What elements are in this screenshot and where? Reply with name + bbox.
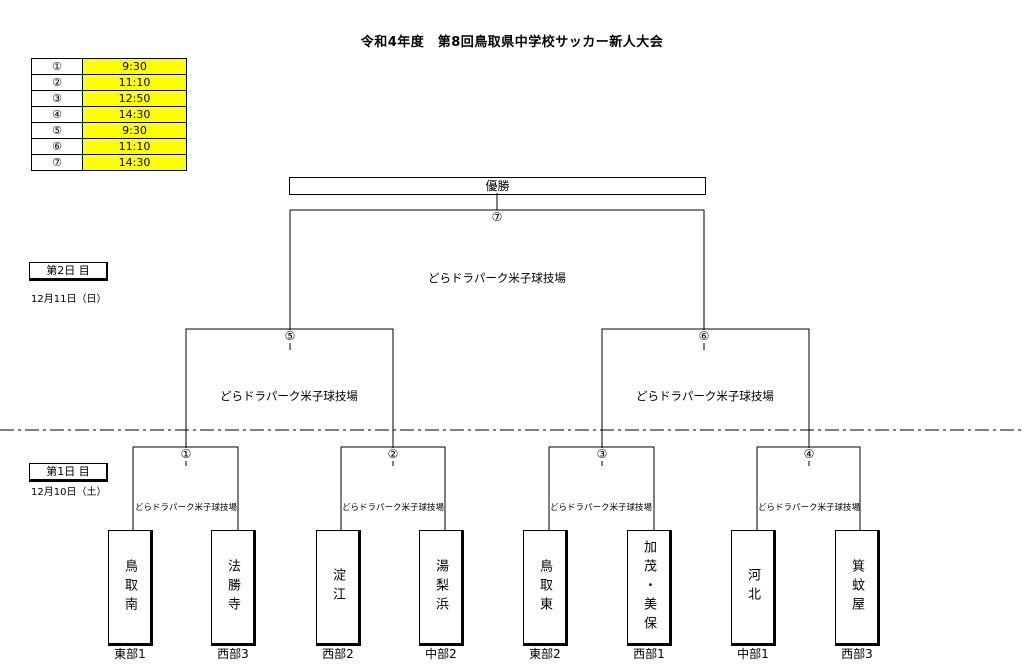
team-region: 西部3 bbox=[841, 647, 873, 661]
team-box: 箕蚊屋 bbox=[835, 530, 880, 646]
champion-box: 優勝 bbox=[289, 177, 706, 195]
schedule-match: ② bbox=[31, 74, 83, 91]
match-number: ① bbox=[176, 448, 196, 461]
schedule-match: ③ bbox=[31, 90, 83, 107]
venue-label: どらドラパーク米子球技場 bbox=[135, 503, 237, 513]
team-name: 鳥取東 bbox=[537, 558, 552, 616]
day2-date: 12月11日（日） bbox=[31, 294, 107, 305]
team-name: 法勝寺 bbox=[225, 558, 240, 616]
schedule-time: 9:30 bbox=[82, 122, 187, 139]
team-region: 東部1 bbox=[114, 647, 146, 661]
team-box: 加茂・美保 bbox=[627, 530, 672, 646]
team-box: 法勝寺 bbox=[211, 530, 256, 646]
team-name: 湯梨浜 bbox=[433, 558, 448, 616]
schedule-match: ① bbox=[31, 58, 83, 75]
day2-label: 第2日 目 bbox=[29, 262, 108, 281]
team-box: 河北 bbox=[731, 530, 776, 646]
match-number: ⑥ bbox=[694, 330, 714, 343]
match-number: ⑤ bbox=[280, 330, 300, 343]
venue-label: どらドラパーク米子球技場 bbox=[428, 271, 566, 285]
team-region: 中部1 bbox=[737, 647, 769, 661]
venue-label: どらドラパーク米子球技場 bbox=[636, 389, 774, 403]
match-number: ③ bbox=[592, 448, 612, 461]
team-name: 箕蚊屋 bbox=[849, 558, 864, 616]
team-box: 鳥取東 bbox=[523, 530, 568, 646]
team-region: 西部3 bbox=[217, 647, 249, 661]
schedule-time: 14:30 bbox=[82, 154, 187, 171]
venue-label: どらドラパーク米子球技場 bbox=[220, 389, 358, 403]
team-region: 東部2 bbox=[529, 647, 561, 661]
team-box: 鳥取南 bbox=[108, 530, 153, 646]
team-name: 河北 bbox=[745, 568, 760, 606]
team-name: 鳥取南 bbox=[122, 558, 137, 616]
day1-label: 第1日 目 bbox=[29, 463, 108, 482]
venue-label: どらドラパーク米子球技場 bbox=[550, 503, 652, 513]
schedule-time: 11:10 bbox=[82, 74, 187, 91]
venue-label: どらドラパーク米子球技場 bbox=[342, 503, 444, 513]
schedule-time: 12:50 bbox=[82, 90, 187, 107]
team-name: 淀江 bbox=[330, 568, 345, 606]
team-name: 加茂・美保 bbox=[641, 539, 656, 635]
match-number: ⑦ bbox=[487, 211, 507, 224]
page-title: 令和4年度 第8回鳥取県中学校サッカー新人大会 bbox=[360, 35, 664, 50]
team-box: 淀江 bbox=[316, 530, 361, 646]
schedule-time: 9:30 bbox=[82, 58, 187, 75]
team-region: 中部2 bbox=[425, 647, 457, 661]
schedule-time: 11:10 bbox=[82, 138, 187, 155]
day1-date: 12月10日（土） bbox=[31, 487, 107, 498]
team-region: 西部1 bbox=[633, 647, 665, 661]
team-box: 湯梨浜 bbox=[419, 530, 464, 646]
schedule-match: ⑥ bbox=[31, 138, 83, 155]
schedule-time: 14:30 bbox=[82, 106, 187, 123]
team-region: 西部2 bbox=[322, 647, 354, 661]
match-number: ④ bbox=[799, 448, 819, 461]
schedule-match: ⑦ bbox=[31, 154, 83, 171]
match-number: ② bbox=[383, 448, 403, 461]
venue-label: どらドラパーク米子球技場 bbox=[758, 503, 860, 513]
